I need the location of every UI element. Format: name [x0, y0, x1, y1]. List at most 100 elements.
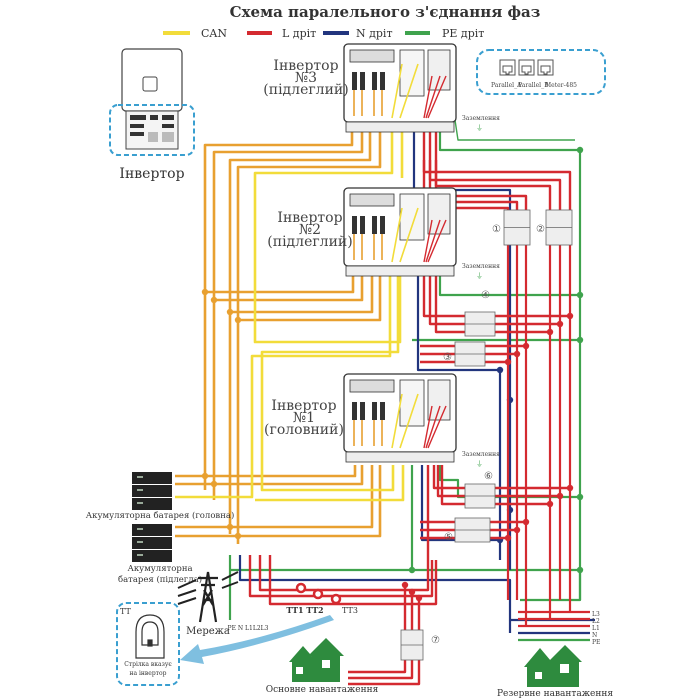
battery-wire [205, 276, 355, 294]
l-junction [522, 342, 530, 350]
inverter-2-number: №2 [299, 222, 321, 238]
can-wire [255, 465, 405, 502]
battery-junction [201, 288, 209, 296]
l-wire [422, 276, 465, 318]
l-wire [268, 555, 438, 606]
inverter-2-title: Інвертор [277, 210, 342, 226]
bus-label-n: N [592, 632, 597, 639]
pe-wire [520, 570, 582, 602]
wiring [175, 119, 595, 686]
ct-clamp-large-icon [135, 614, 165, 659]
l-wire [432, 465, 465, 490]
battery-wire [238, 276, 382, 322]
pe-junction [576, 566, 584, 574]
ct-note-line-2: на інвертор [130, 670, 167, 677]
l-junction [546, 328, 554, 336]
inverter-3-number: №3 [295, 70, 317, 86]
breaker-number-6: ⑥ [484, 471, 493, 482]
port-label-meter: Meter-485 [545, 82, 577, 89]
inverter-3-title: Інвертор [273, 58, 338, 74]
ground-labels: Заземлення Заземлення Заземлення ⏚ ⏚ ⏚ [462, 115, 500, 468]
breaker-numbers: ① ② ③ ④ ⑤ ⑥ ⑦ [431, 224, 545, 646]
can-wire [260, 276, 400, 492]
inverters [343, 43, 457, 463]
l-junction [556, 320, 564, 328]
parallel-ports: Parallel_A Parallel_B Meter-485 [476, 49, 606, 95]
l-wire [248, 555, 434, 598]
battery-slave-label-1: Акумуляторна [127, 564, 192, 574]
l-wire [440, 465, 465, 506]
inverter-display-icon [142, 76, 158, 92]
breaker-3 [454, 341, 486, 367]
battery-wire [175, 465, 374, 529]
inverter-1-number: №1 [293, 410, 315, 426]
l-junction [546, 500, 554, 508]
diagram-title: Схема паралельного з'єднання фаз [230, 3, 541, 21]
rj45-icon [521, 65, 532, 75]
can-wire [253, 132, 402, 344]
battery-master: Акумуляторна батарея (головна) [86, 472, 235, 521]
backup-load-label: Резервне навантаження [497, 689, 613, 699]
pe-junction [576, 291, 584, 299]
l-junction [513, 350, 521, 358]
battery-wire [175, 465, 357, 478]
terminal-highlight-box [109, 104, 195, 156]
rj45-icon [518, 59, 535, 76]
l-wire [436, 465, 465, 498]
l-junction [513, 526, 521, 534]
n-wire [412, 132, 512, 570]
ct-detail-box: TT Стрілка вказує на інвертор [116, 602, 180, 686]
breaker-number-7: ⑦ [431, 635, 440, 646]
ground-icon: ⏚ [476, 124, 483, 132]
l-junction [556, 492, 564, 500]
inverter-1-label: Інвертор №1 (головний) [264, 398, 344, 438]
battery-wire [175, 465, 382, 538]
ground-label-inv3: Заземлення [462, 115, 500, 122]
ports-highlight-box [476, 49, 606, 95]
l-wire [428, 276, 465, 326]
rj45-icon [537, 59, 554, 76]
legend-label-pe: PE дріт [442, 27, 484, 40]
l-junction [522, 518, 530, 526]
ct-clamp-icon [312, 588, 324, 600]
l-wire [434, 132, 552, 210]
legend-item-can: CAN [163, 27, 227, 40]
inverter-overview-body [121, 48, 183, 112]
breaker-number-5: ⑤ [444, 532, 453, 543]
rj45-icon [499, 59, 516, 76]
inverter-3-box [343, 43, 457, 133]
ground-label-inv1: Заземлення [462, 451, 500, 458]
legend-label-can: CAN [201, 27, 227, 40]
bus-label-l1: L1 [592, 625, 600, 632]
battery-junction [210, 480, 218, 488]
breaker-number-1: ① [492, 224, 501, 235]
legend: CAN L дріт N дріт PE дріт [163, 27, 484, 40]
current-transformers: TT1 TT2 TT3 [286, 582, 358, 615]
l-junction [504, 358, 512, 366]
inverter-1-role: (головний) [264, 422, 344, 438]
battery-master-label: Акумуляторна батарея (головна) [86, 510, 235, 521]
main-load-house-icon [289, 638, 344, 682]
grid-bus-label: PE N L1L2L3 [228, 625, 269, 632]
breaker-6 [464, 483, 496, 509]
battery-junction [234, 316, 242, 324]
legend-label-n: N дріт [356, 27, 393, 40]
battery-wire [228, 132, 372, 534]
n-junction [496, 366, 504, 374]
pe-junction [576, 493, 584, 501]
bus-label-l2: L2 [592, 618, 600, 625]
breaker-2 [545, 209, 573, 246]
legend-item-n: N дріт [323, 27, 393, 40]
ground-label-inv2: Заземлення [462, 263, 500, 270]
l-wire [348, 660, 414, 680]
battery-slave: Акумуляторна батарея (підлегла) [118, 524, 202, 585]
l-junction [415, 594, 423, 602]
inverter-overview-label: Інвертор [119, 166, 184, 182]
inverter-2-box [343, 187, 457, 277]
battery-wire [230, 276, 374, 314]
can-wire [175, 276, 392, 499]
battery-junction [226, 308, 234, 316]
l-wire [428, 132, 562, 210]
inverter-3-role: (підлеглий) [263, 82, 348, 98]
